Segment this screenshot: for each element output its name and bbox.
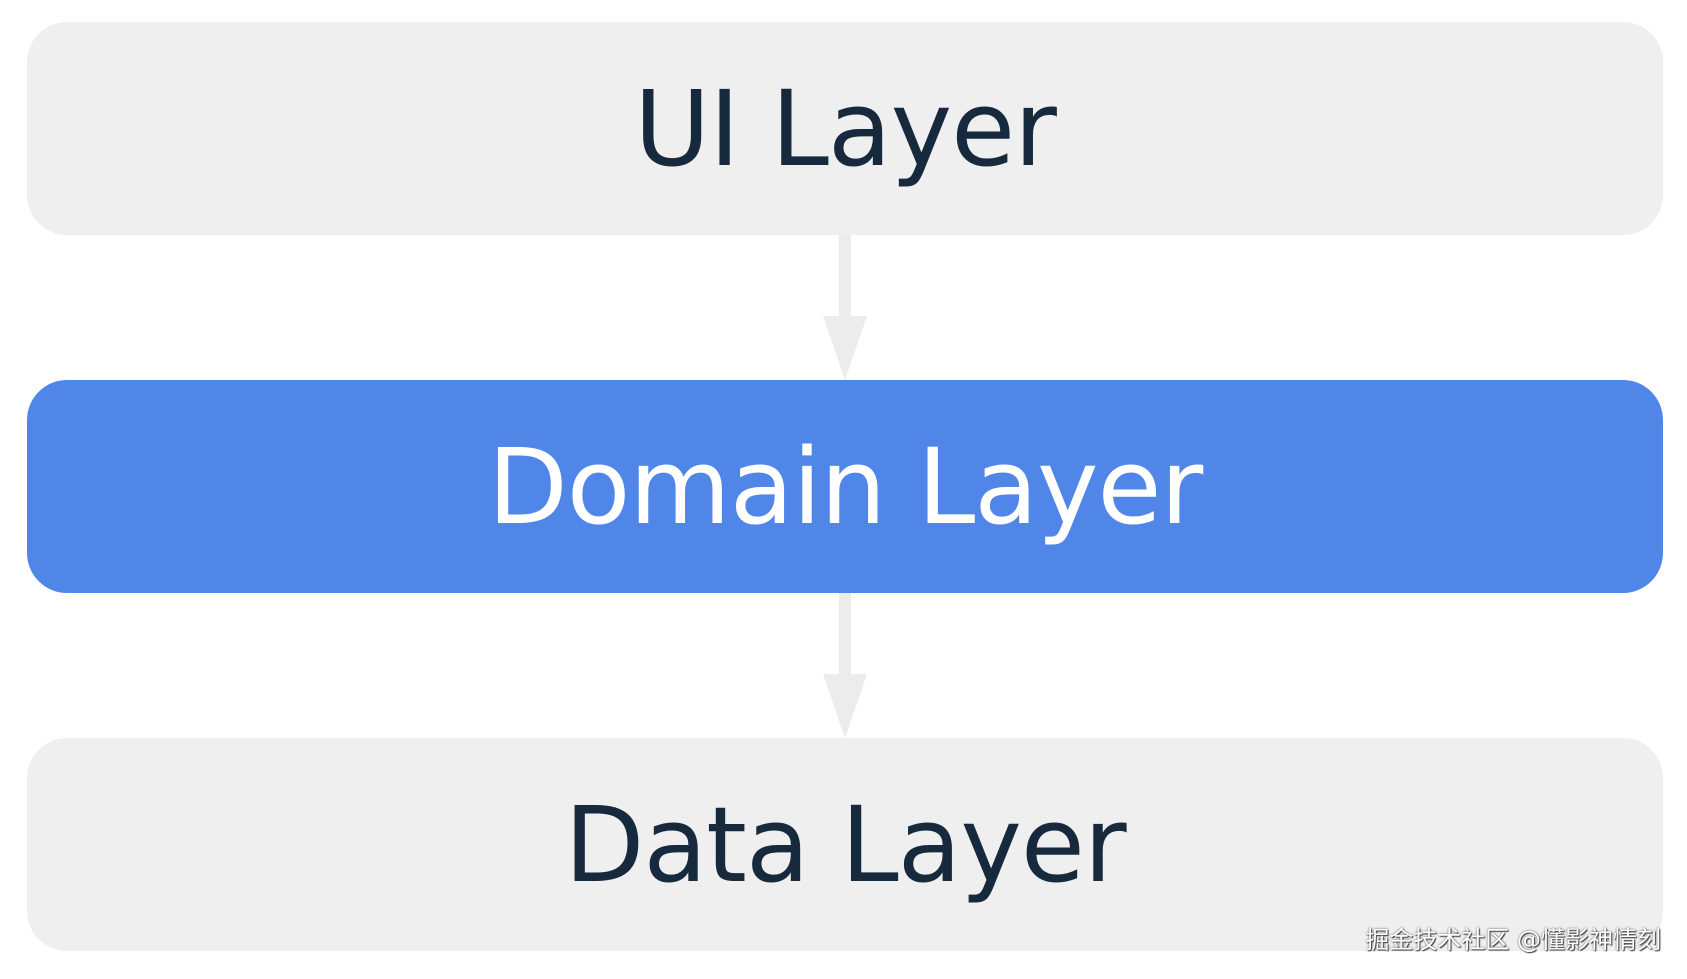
arrow-ui-to-domain [823,234,867,380]
domain-layer-label: Domain Layer [487,425,1204,548]
domain-layer-box: Domain Layer [27,380,1663,593]
arrow-domain-to-data [823,592,867,738]
arrow-shaft [839,592,851,680]
arrow-head [823,316,867,380]
data-layer-label: Data Layer [564,783,1126,906]
ui-layer-box: UI Layer [27,22,1663,235]
ui-layer-label: UI Layer [634,67,1057,190]
arrow-head [823,674,867,738]
arrow-shaft [839,234,851,322]
watermark: 掘金技术社区 @懂影神情刻 [1365,926,1661,954]
data-layer-box: Data Layer [27,738,1663,951]
